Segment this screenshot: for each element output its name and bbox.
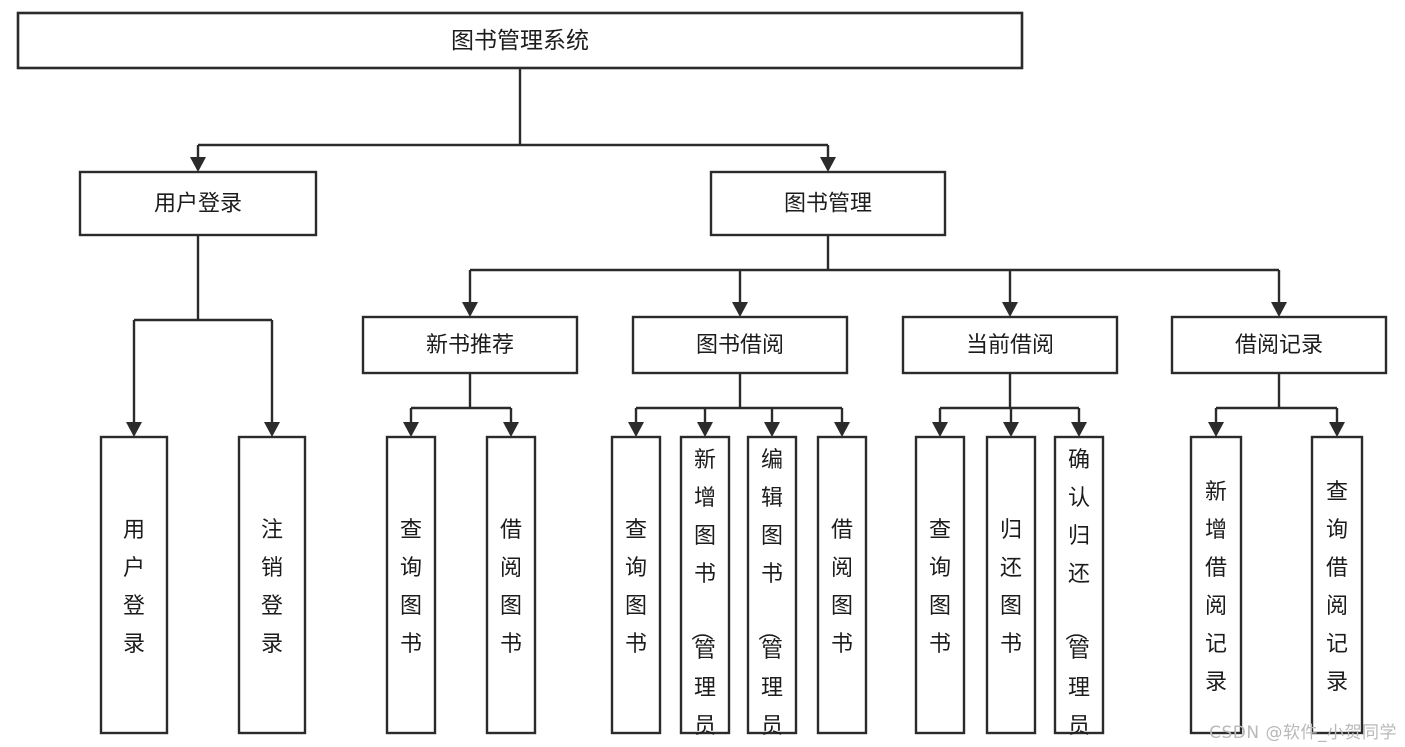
arrow-head-icon bbox=[628, 422, 644, 437]
leaf-box-query-borrow-record[interactable] bbox=[1310, 435, 1364, 735]
leaf-box-query-book-1[interactable] bbox=[385, 435, 437, 735]
leaf-label-query-book-3: 查询图书 bbox=[929, 518, 951, 657]
arrow-head-icon bbox=[1329, 422, 1345, 437]
arrow-head-icon bbox=[462, 302, 478, 317]
leaf-box-borrow-book-1[interactable] bbox=[485, 435, 537, 735]
leaf-label-query-book-1: 查询图书 bbox=[400, 518, 422, 657]
leaf-box-return-book[interactable] bbox=[985, 435, 1037, 735]
arrow-head-icon bbox=[503, 422, 519, 437]
arrow-head-icon bbox=[764, 422, 780, 437]
leaf-box-query-book-2[interactable] bbox=[610, 435, 662, 735]
arrow-head-icon bbox=[403, 422, 419, 437]
arrow-head-icon bbox=[1002, 302, 1018, 317]
leaf-label-edit-book-admin: 编辑图书（管理员） bbox=[755, 448, 783, 747]
leaf-box-edit-book-admin[interactable] bbox=[746, 435, 798, 735]
arrow-head-icon bbox=[1071, 422, 1087, 437]
node-label-root: 图书管理系统 bbox=[451, 28, 589, 54]
leaf-box-add-book-admin[interactable] bbox=[679, 435, 731, 735]
node-label-current-borrow: 当前借阅 bbox=[966, 333, 1054, 358]
leaf-label-query-book-2: 查询图书 bbox=[625, 518, 647, 657]
arrow-head-icon bbox=[1208, 422, 1224, 437]
leaf-label-confirm-return-admin: 确认归还（管理员） bbox=[1062, 448, 1090, 747]
leaf-box-user-login-leaf[interactable] bbox=[99, 435, 169, 735]
leaf-label-return-book: 归还图书 bbox=[1000, 518, 1022, 657]
node-box-book-borrow[interactable] bbox=[631, 315, 849, 375]
arrow-head-icon bbox=[932, 422, 948, 437]
arrow-head-icon bbox=[190, 157, 206, 172]
node-label-borrow-records: 借阅记录 bbox=[1235, 333, 1323, 358]
watermark-text: CSDN @软件_小贺同学 bbox=[1209, 723, 1397, 743]
node-label-book-management: 图书管理 bbox=[784, 192, 872, 217]
arrow-head-icon bbox=[732, 302, 748, 317]
node-box-borrow-records[interactable] bbox=[1170, 315, 1388, 375]
leaf-box-add-borrow-record[interactable] bbox=[1189, 435, 1243, 735]
arrow-head-icon bbox=[126, 422, 142, 437]
leaf-label-user-logout-leaf: 注销登录 bbox=[261, 518, 283, 657]
leaf-label-borrow-book-1: 借阅图书 bbox=[500, 518, 522, 657]
leaf-label-borrow-book-2: 借阅图书 bbox=[831, 518, 853, 657]
node-box-root[interactable] bbox=[16, 11, 1024, 70]
node-label-book-borrow: 图书借阅 bbox=[696, 333, 784, 358]
node-box-book-management[interactable] bbox=[709, 170, 947, 237]
leaf-box-query-book-3[interactable] bbox=[914, 435, 966, 735]
arrow-head-icon bbox=[264, 422, 280, 437]
leaf-label-add-borrow-record: 新增借阅记录 bbox=[1205, 480, 1227, 695]
leaf-label-add-book-admin: 新增图书（管理员） bbox=[688, 448, 716, 747]
leaf-label-query-borrow-record: 查询借阅记录 bbox=[1326, 480, 1348, 695]
leaf-label-user-login-leaf: 用户登录 bbox=[123, 518, 145, 657]
node-label-new-book-recommend: 新书推荐 bbox=[426, 333, 514, 358]
arrow-head-icon bbox=[834, 422, 850, 437]
leaf-box-confirm-return-admin[interactable] bbox=[1053, 435, 1105, 735]
arrow-head-icon bbox=[1271, 302, 1287, 317]
arrow-head-icon bbox=[820, 157, 836, 172]
leaf-box-user-logout-leaf[interactable] bbox=[237, 435, 307, 735]
node-label-user-login: 用户登录 bbox=[154, 192, 242, 217]
arrow-head-icon bbox=[1003, 422, 1019, 437]
leaf-box-borrow-book-2[interactable] bbox=[816, 435, 868, 735]
arrow-head-icon bbox=[697, 422, 713, 437]
node-box-new-book-recommend[interactable] bbox=[361, 315, 579, 375]
